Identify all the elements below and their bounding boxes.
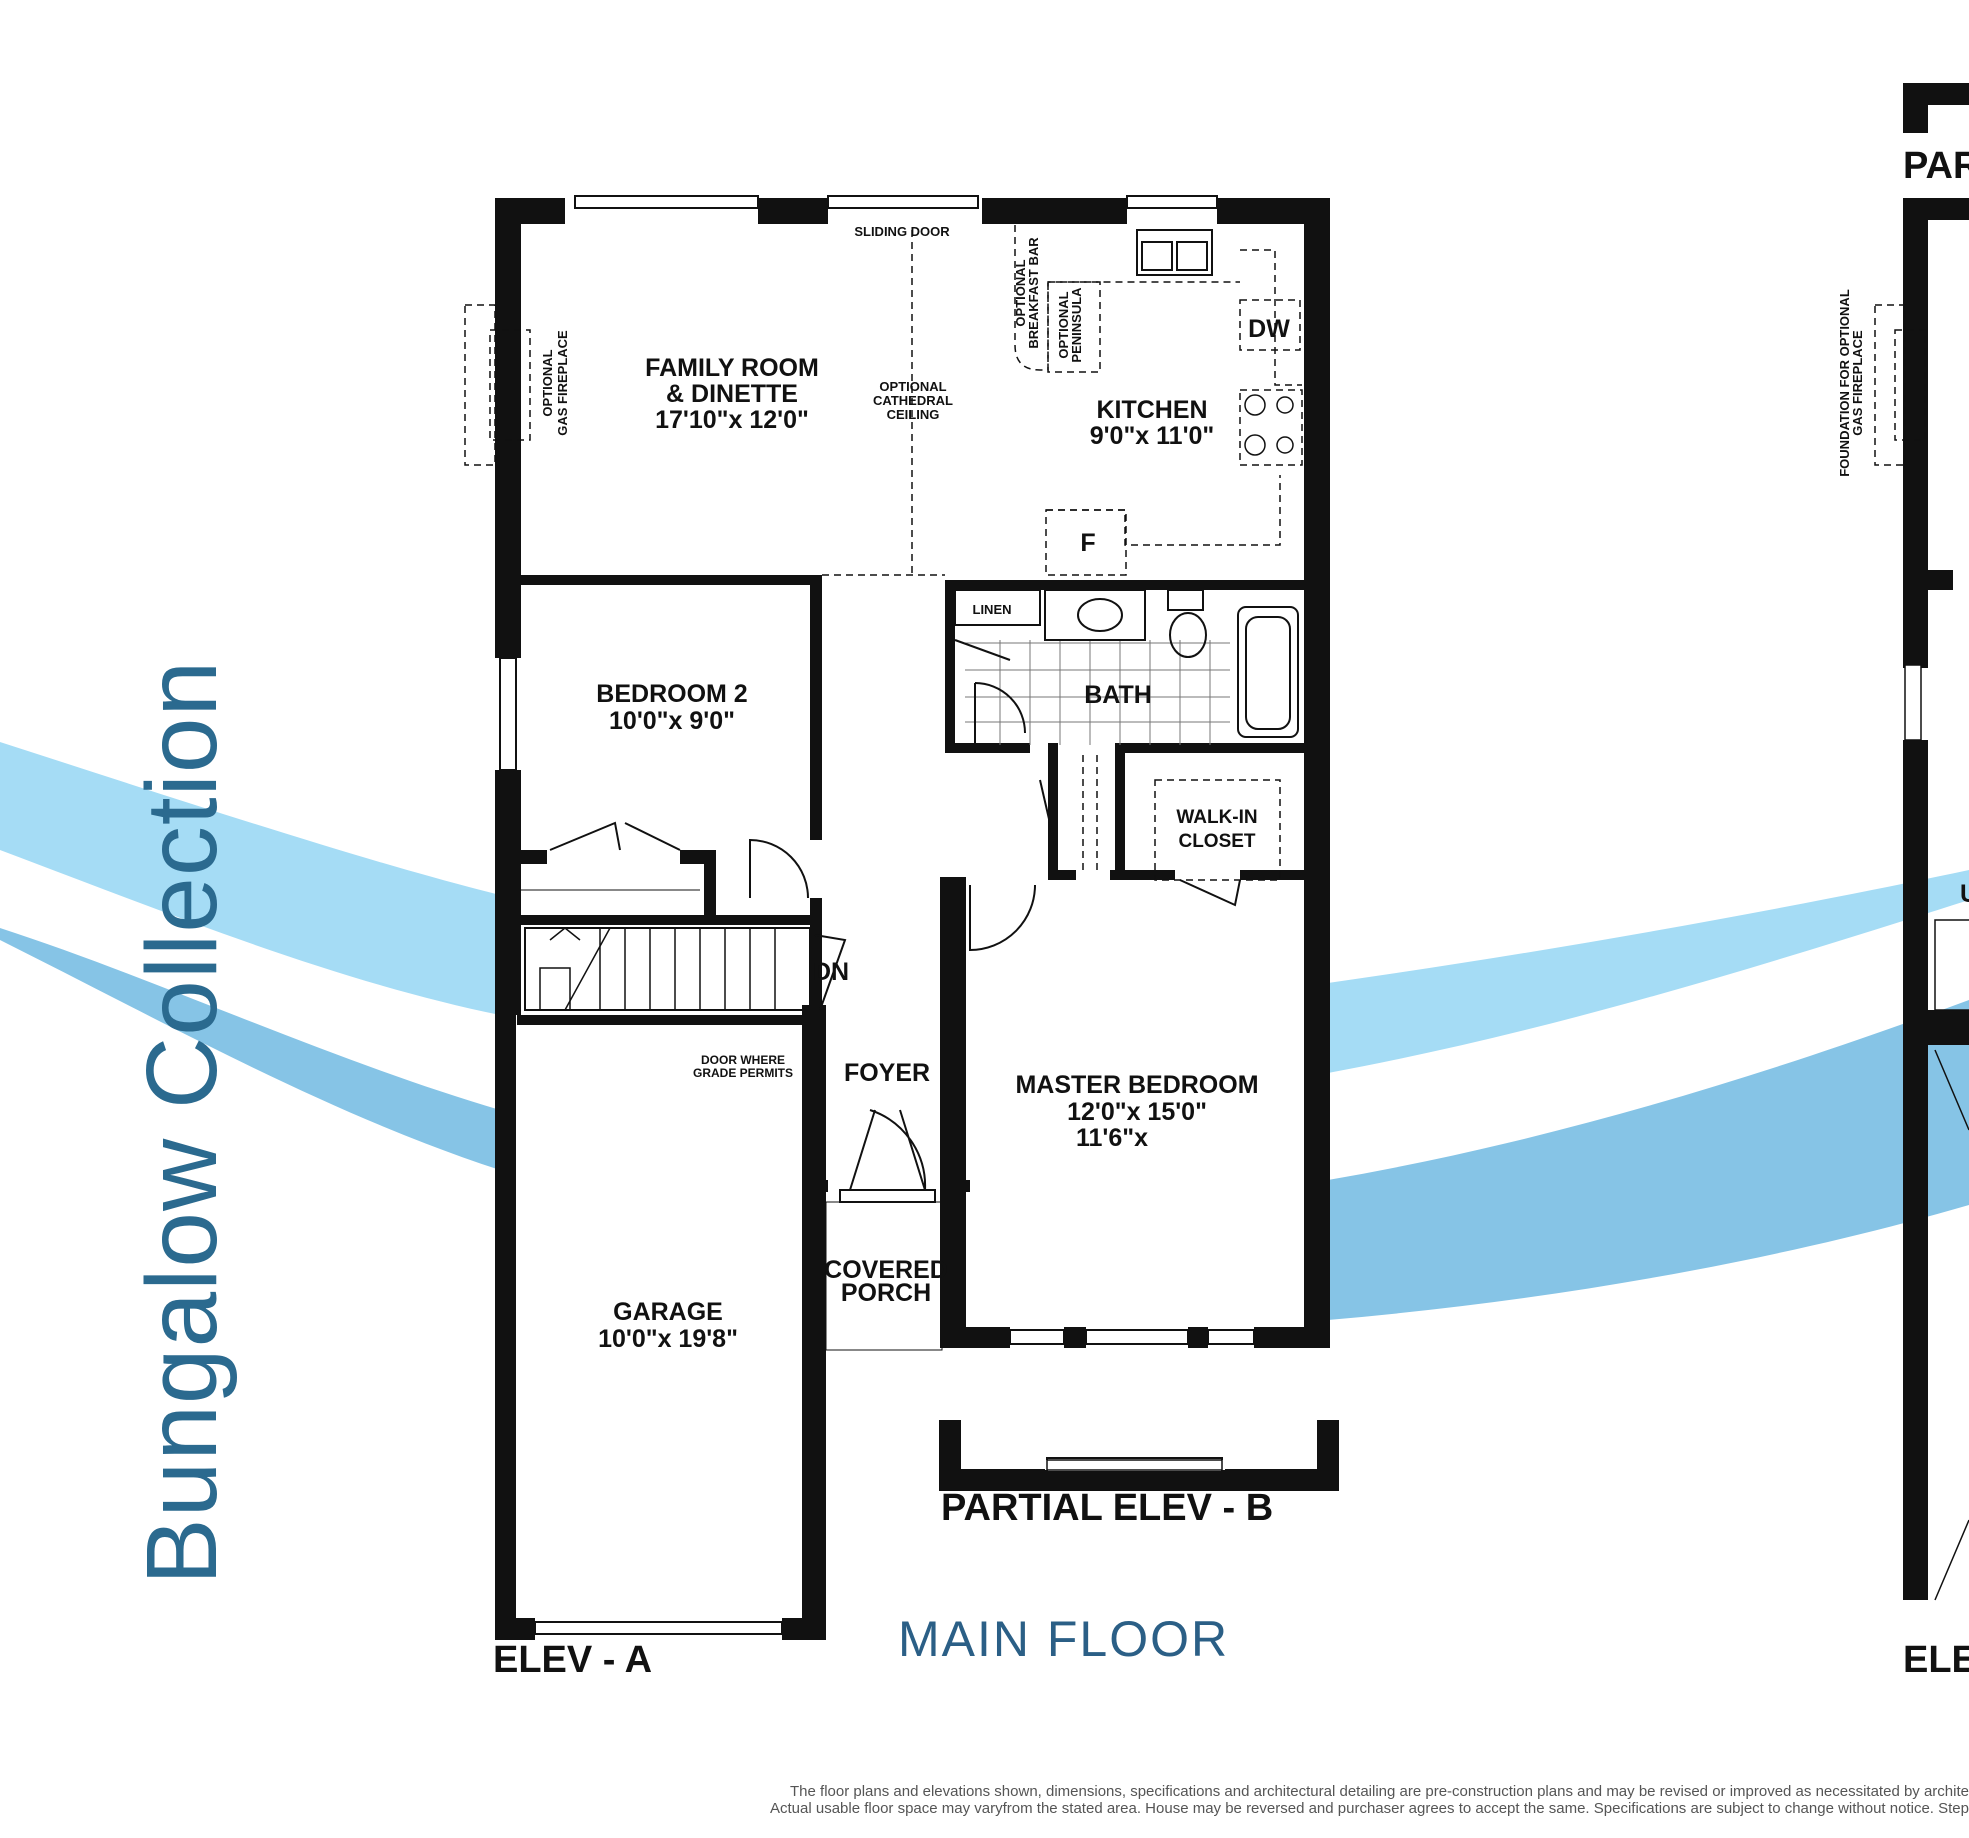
door-grade-label-2: GRADE PERMITS [693, 1066, 793, 1080]
bedroom2-dimensions: 10'0"x 9'0" [609, 707, 735, 735]
bath-fixtures [965, 640, 1230, 745]
bedroom2-closet-doors [549, 821, 681, 851]
master-bedroom-dimensions-2: 11'6"x [1076, 1124, 1148, 1152]
covered-porch-label-1: COVERED [824, 1256, 948, 1284]
right-up-label: U [1960, 880, 1969, 908]
covered-porch-label-2: PORCH [841, 1279, 931, 1307]
breakfast-bar-label-2: BREAKFAST BAR [1026, 237, 1041, 349]
background-swoosh [0, 742, 1969, 1320]
peninsula-label-1: OPTIONAL [1056, 291, 1071, 358]
right-elev-label: ELEV [1903, 1639, 1969, 1681]
bedroom2-label: BEDROOM 2 [596, 680, 747, 708]
bath-label: BATH [1084, 681, 1152, 709]
toilet-icon [1169, 612, 1207, 658]
right-foundation-label-1: FOUNDATION FOR OPTIONAL [1837, 289, 1852, 477]
master-bedroom-dimensions: 12'0"x 15'0" [1067, 1098, 1207, 1126]
front-door-swing [849, 1109, 927, 1191]
hall-door-swing [749, 838, 809, 899]
family-room-label-1: FAMILY ROOM [645, 354, 819, 382]
elev-a-label: ELEV - A [493, 1639, 652, 1681]
dishwasher-label: DW [1248, 315, 1290, 343]
right-partial-plan [1903, 83, 1969, 1600]
family-room-label-2: & DINETTE [666, 380, 798, 408]
stairs-down-label: DN [813, 958, 849, 986]
family-room-dimensions: 17'10"x 12'0" [655, 406, 809, 434]
walls [495, 198, 1330, 1640]
fireplace-label-2: GAS FIREPLACE [555, 330, 570, 436]
right-foundation-label-2: GAS FIREPLACE [1850, 330, 1865, 436]
cathedral-label-3: CEILING [887, 407, 940, 422]
right-partial-label: PAR [1903, 145, 1969, 187]
master-bedroom-label: MASTER BEDROOM [1015, 1071, 1258, 1099]
kitchen-sink-icon [1136, 229, 1213, 276]
toilet-tank-icon [1167, 589, 1204, 611]
disclaimer-line-2: Actual usable floor space may varyfrom t… [770, 1800, 1969, 1817]
room-labels: SLIDING DOOR OPTIONAL GAS FIREPLACE FAMI… [493, 145, 1969, 1681]
garage-label: GARAGE [613, 1298, 723, 1326]
kitchen-dimensions: 9'0"x 11'0" [1090, 422, 1215, 450]
linen-label: LINEN [973, 602, 1012, 617]
floor-title: MAIN FLOOR [898, 1611, 1230, 1667]
sink-vanity-icon [1044, 589, 1146, 641]
stove-icon [1244, 394, 1294, 456]
cathedral-label-1: OPTIONAL [879, 379, 946, 394]
sliding-door-label: SLIDING DOOR [854, 224, 950, 239]
stairs [524, 927, 811, 1011]
foyer-label: FOYER [844, 1059, 930, 1087]
linen-closet [954, 589, 1041, 626]
door-grade-label-1: DOOR WHERE [701, 1053, 785, 1067]
partial-elev-b-label: PARTIAL ELEV - B [941, 1487, 1273, 1529]
collection-title: Bungalow Collection [126, 659, 238, 1585]
walkin-label-1: WALK-IN [1176, 807, 1257, 828]
breakfast-bar-label-1: OPTIONAL [1013, 259, 1028, 326]
sink-icon [1077, 598, 1123, 632]
garage-dimensions: 10'0"x 19'8" [598, 1325, 738, 1353]
disclaimer: The floor plans and elevations shown, di… [600, 1783, 1969, 1817]
fridge-label: F [1080, 529, 1095, 557]
cathedral-label-2: CATHEDRAL [873, 393, 953, 408]
walkin-label-2: CLOSET [1178, 831, 1255, 852]
disclaimer-line-1: The floor plans and elevations shown, di… [790, 1783, 1969, 1800]
peninsula-label-2: PENINSULA [1069, 287, 1084, 363]
dashed-features [464, 225, 1303, 881]
fireplace-label-1: OPTIONAL [540, 349, 555, 416]
master-door-swing [969, 884, 1036, 952]
kitchen-label: KITCHEN [1096, 396, 1207, 424]
bathtub-icon [1237, 606, 1299, 738]
bath-door-swing [974, 682, 1026, 734]
